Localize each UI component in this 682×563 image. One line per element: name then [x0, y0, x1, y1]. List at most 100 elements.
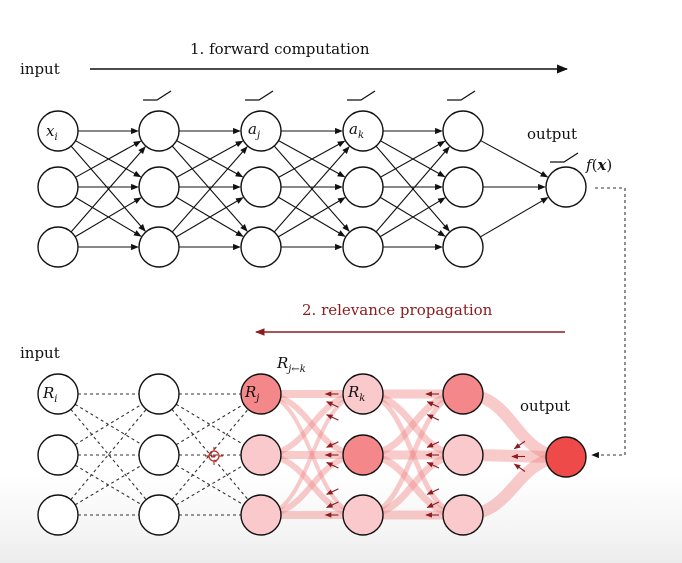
- cursor-target-icon: [205, 447, 223, 465]
- relevance-neuron: [342, 373, 384, 415]
- neuron: [342, 226, 384, 268]
- relevance-arrow-small: [426, 414, 440, 421]
- node-label-r-j: Rj: [244, 383, 259, 404]
- forward-edge: [278, 140, 346, 178]
- bottom-input-label: input: [20, 344, 60, 362]
- forward-computation-label: 1. forward computation: [190, 40, 370, 58]
- top-input-label: input: [20, 60, 60, 78]
- node-label-r-k: Rk: [347, 383, 365, 404]
- relevance-neuron: [138, 494, 180, 536]
- output-function-label: f(x): [585, 156, 612, 174]
- relevance-network: [37, 373, 587, 536]
- dashed-edge: [171, 408, 249, 501]
- dashed-edge: [74, 403, 143, 446]
- relevance-message-label: Rj←k: [276, 354, 306, 375]
- node-label-x-i: xi: [46, 122, 58, 143]
- forward-network: [37, 90, 587, 268]
- relu-activation-icon: [143, 90, 172, 101]
- forward-edge: [70, 146, 146, 233]
- neuron: [138, 226, 180, 268]
- neuron: [138, 110, 180, 152]
- relevance-arrow-small: [326, 401, 339, 408]
- dashed-edge: [70, 409, 147, 500]
- relevance-neuron: [240, 373, 282, 415]
- relevance-neuron: [442, 373, 484, 415]
- node-label-r-i: Ri: [42, 384, 58, 405]
- relevance-propagation-label: 2. relevance propagation: [302, 301, 493, 319]
- dashed-edge: [171, 408, 249, 501]
- relevance-arrow-small: [426, 488, 440, 495]
- forward-edge: [480, 140, 549, 178]
- relu-activation-icon: [347, 90, 376, 101]
- relevance-neuron: [138, 373, 180, 415]
- neuron: [37, 110, 79, 152]
- neuron: [240, 226, 282, 268]
- relevance-neuron: [240, 434, 282, 476]
- relevance-neuron: [342, 494, 384, 536]
- relevance-neuron: [37, 434, 79, 476]
- forward-edge: [176, 140, 244, 178]
- relevance-neuron: [138, 434, 180, 476]
- relevance-arrow-small: [326, 441, 339, 448]
- neuron: [442, 110, 484, 152]
- forward-edge: [175, 197, 244, 238]
- relevance-arrow-small: [326, 488, 339, 495]
- dashed-edge: [175, 464, 245, 506]
- dashed-edge: [175, 403, 245, 446]
- forward-edge: [380, 140, 446, 178]
- forward-neurons: [37, 110, 587, 268]
- relevance-arrow-small: [426, 441, 440, 448]
- relevance-neuron: [442, 434, 484, 476]
- forward-edges: [70, 127, 549, 251]
- relu-activation-icon: [550, 152, 579, 163]
- forward-edge: [277, 197, 346, 238]
- relevance-arrow-small: [326, 414, 339, 421]
- activation-icons: [143, 90, 579, 163]
- dashed-edge: [175, 403, 245, 446]
- relevance-neuron: [37, 494, 79, 536]
- neuron: [37, 226, 79, 268]
- node-label-a-j: aj: [248, 120, 260, 141]
- neuron: [37, 166, 79, 208]
- neuron: [442, 166, 484, 208]
- top-output-label: output: [527, 125, 577, 143]
- relevance-arrow-small: [326, 501, 339, 509]
- neuron: [138, 166, 180, 208]
- dashed-edge: [175, 464, 245, 506]
- output-neuron: [545, 166, 587, 208]
- neuron: [240, 110, 282, 152]
- relevance-neuron: [342, 434, 384, 476]
- bottom-output-label: output: [520, 397, 570, 415]
- relevance-arrow-small: [513, 440, 526, 450]
- neuron: [240, 166, 282, 208]
- forward-edge: [379, 197, 446, 238]
- relu-activation-icon: [245, 90, 274, 101]
- output-feedback-connector: [591, 187, 626, 459]
- relevance-neurons: [37, 373, 587, 536]
- relevance-arrow-small: [426, 501, 440, 509]
- relevance-arrows: [324, 391, 526, 518]
- forward-edge: [375, 146, 450, 233]
- dashed-edge: [74, 464, 143, 506]
- neuron: [342, 166, 384, 208]
- forward-edge: [75, 140, 142, 178]
- forward-edge: [74, 197, 142, 238]
- forward-edge: [171, 146, 248, 233]
- dashed-edges: [70, 393, 249, 516]
- relu-activation-icon: [447, 90, 476, 101]
- node-label-a-k: ak: [349, 120, 364, 141]
- relevance-neuron: [442, 494, 484, 536]
- neuron: [342, 110, 384, 152]
- neuron: [442, 226, 484, 268]
- relevance-arrow-small: [513, 463, 526, 472]
- relevance-neuron: [240, 494, 282, 536]
- dashed-edge: [70, 409, 147, 500]
- forward-edge: [273, 146, 350, 233]
- relevance-arrow-small: [426, 401, 440, 408]
- relevance-output-neuron: [545, 436, 587, 478]
- forward-edge: [480, 197, 549, 238]
- relevance-arrow-small: [426, 461, 440, 469]
- relevance-arrow-small: [326, 461, 339, 469]
